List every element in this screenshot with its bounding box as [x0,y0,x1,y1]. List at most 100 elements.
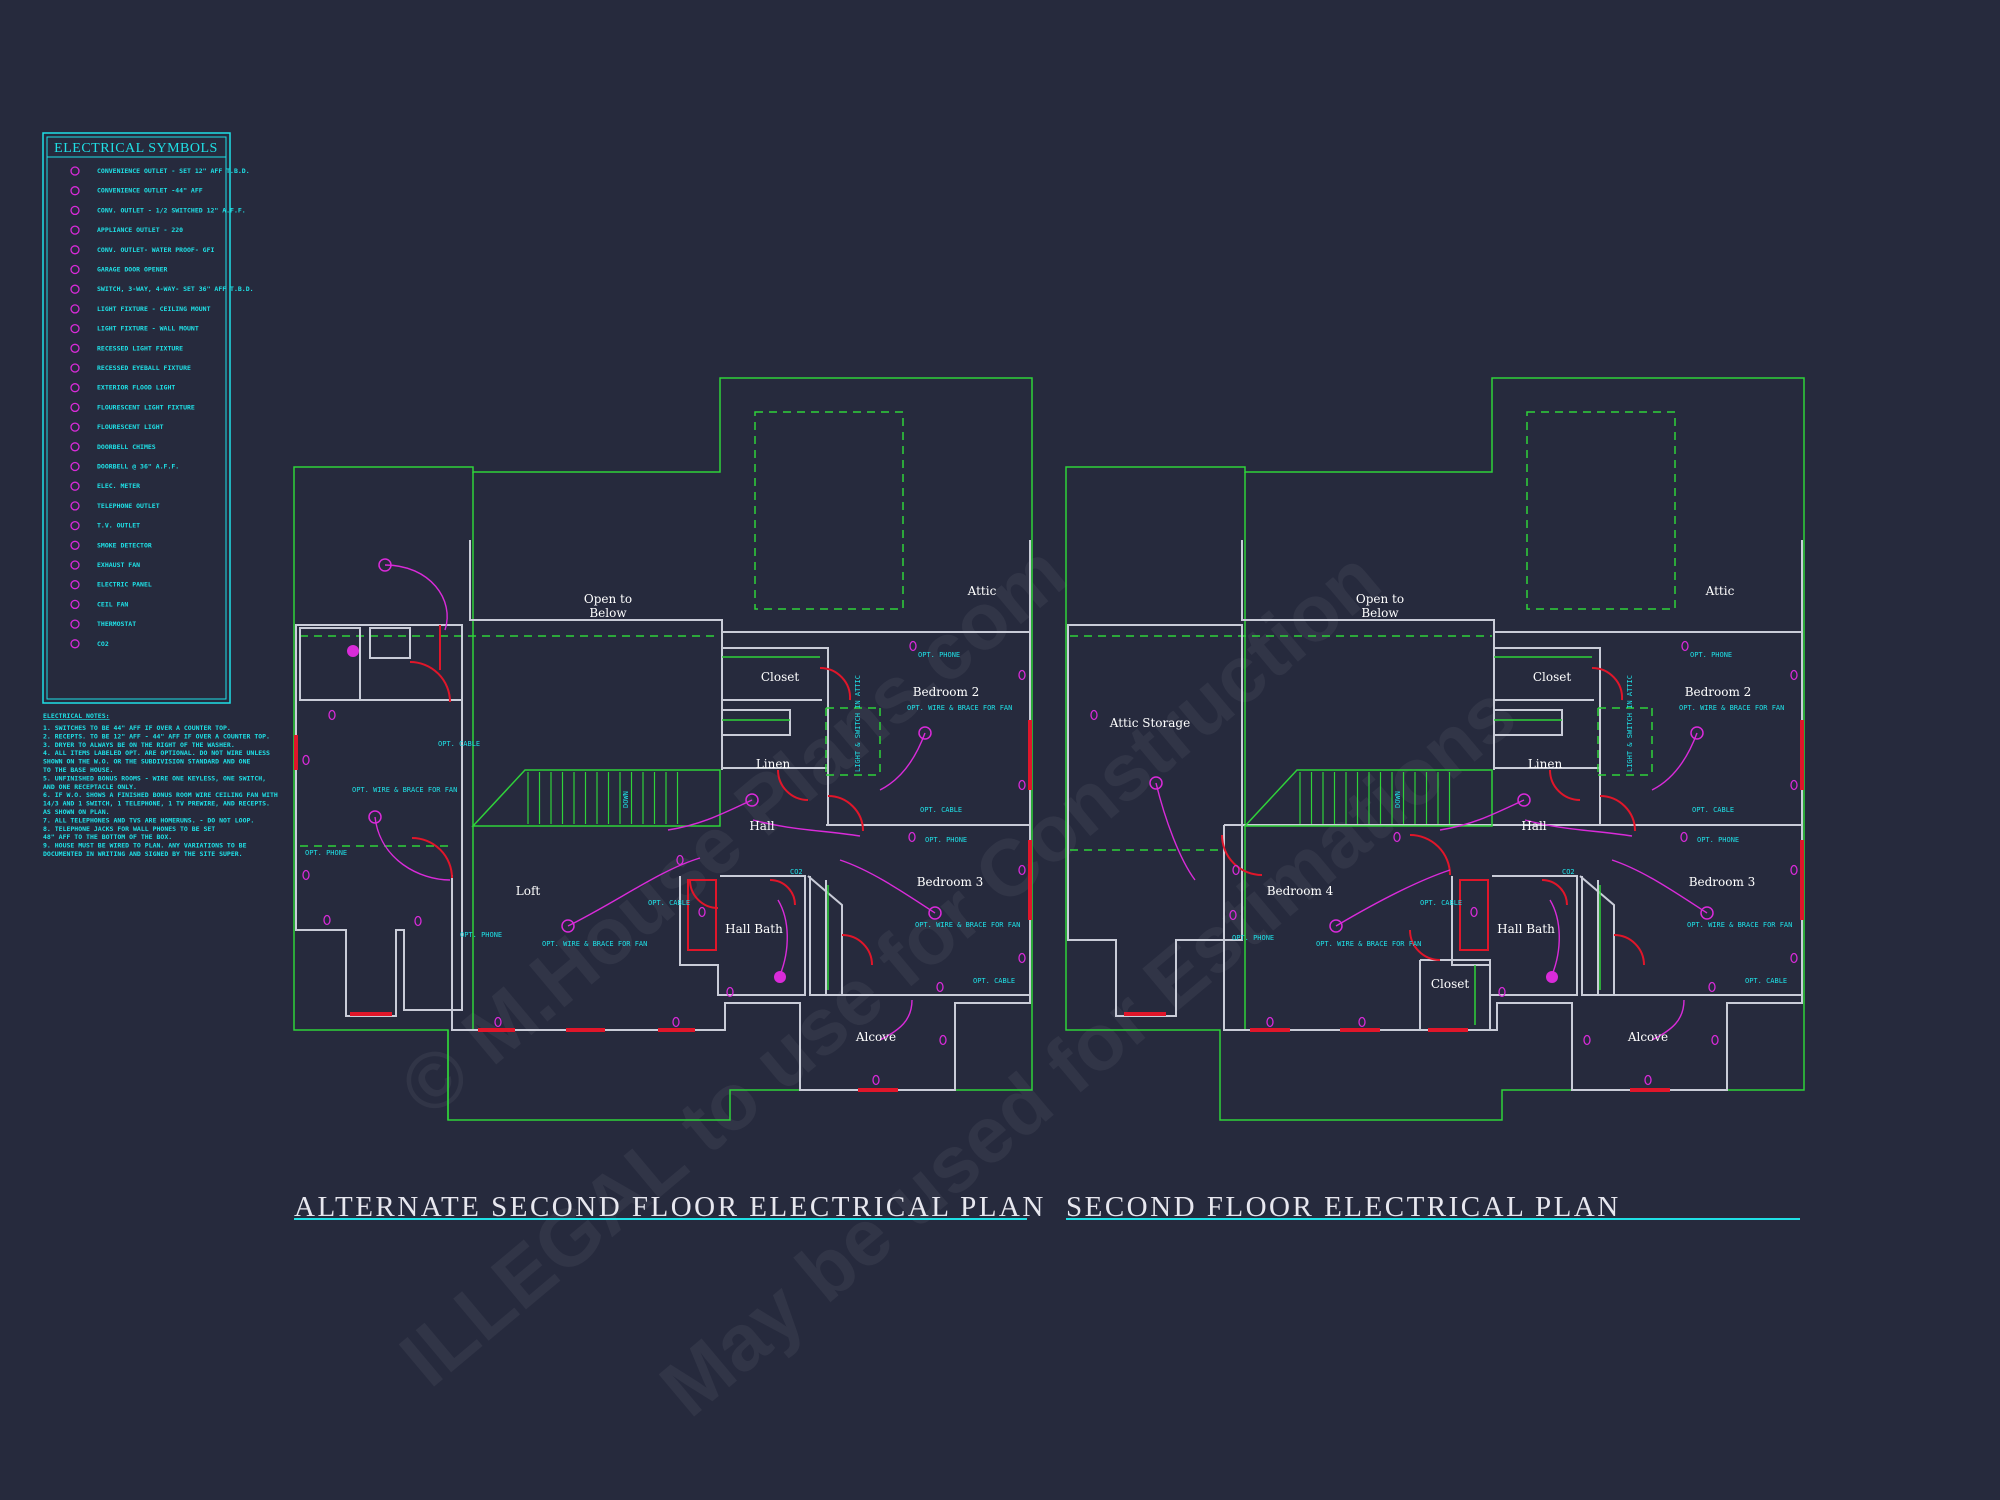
watermark: © M.House Plans.com ILLEGAL to use for C… [384,527,1532,1433]
room-bedroom-4: Bedroom 4 [1267,884,1334,898]
outlet-icon [1498,986,1506,998]
room-attic-storage: Attic Storage [1109,716,1190,730]
note-line: 48" AFF TO THE BOTTOM OF THE BOX. [43,833,172,841]
legend-symbol-icon [70,501,80,511]
outlet-icon [1018,779,1026,791]
outlet-icon [1790,864,1798,876]
label-opt-phone-bed2-2: OPT. PHONE [1690,651,1732,659]
label-opt-phone-bed3-2: OPT. PHONE [1697,836,1739,844]
room-closet-3: Closet [1431,977,1470,991]
legend-item-label: LIGHT FIXTURE - WALL MOUNT [97,325,199,333]
legend-symbol-icon [70,599,80,610]
note-line: AND ONE RECEPTACLE ONLY. [43,783,137,791]
label-opt-phone-bed4: OPT. PHONE [1232,934,1274,942]
outlet-icon [494,1016,502,1028]
legend-item-label: EXTERIOR FLOOD LIGHT [97,384,175,392]
room-open-below-line1-2: Open to [1356,592,1404,606]
room-bedroom-3-2: Bedroom 3 [1689,875,1756,889]
second-floor-plan: DOWN [1065,377,1805,1223]
legend-item-label: LIGHT FIXTURE - CEILING MOUNT [97,305,211,313]
legend-symbol-icon [70,186,80,196]
outlet-icon [1681,640,1689,652]
legend-items: CONVENIENCE OUTLET - SET 12" AFF T.B.D.C… [70,166,254,649]
note-line: 1. SWITCHES TO BE 44" AFF IF OVER A COUN… [43,724,231,732]
note-line: 3. DRYER TO ALWAYS BE ON THE RIGHT OF TH… [43,741,235,749]
legend-item-label: CONV. OUTLET - 1/2 SWITCHED 12" A.F.F. [97,206,246,214]
note-line: 5. UNFINISHED BONUS ROOMS - WIRE ONE KEY… [43,774,266,782]
legend-item-label: APPLIANCE OUTLET - 220 [97,226,183,234]
label-opt-fan-bed3-2: OPT. WIRE & BRACE FOR FAN [1687,921,1792,929]
outlet-icon [1229,909,1237,921]
outlet-icon [1790,952,1798,964]
room-bedroom-2: Bedroom 2 [913,685,980,699]
legend-symbol-icon [70,166,80,176]
label-opt-cable: OPT. CABLE [438,740,480,748]
outlet-icon [1790,779,1798,791]
room-hall-bath-2: Hall Bath [1497,922,1555,936]
plan-title-alternate: ALTERNATE SECOND FLOOR ELECTRICAL PLAN [294,1191,1046,1223]
note-line: DOCUMENTED IN WRITING AND SIGNED BY THE … [43,850,243,858]
label-opt-fan-bed3: OPT. WIRE & BRACE FOR FAN [915,921,1020,929]
room-bedroom-3: Bedroom 3 [917,875,984,889]
legend-item-label: GARAGE DOOR OPENER [97,266,168,274]
room-bedroom-2-2: Bedroom 2 [1685,685,1752,699]
legend-symbol-icon [70,422,80,432]
outlet-icon [1018,669,1026,681]
stair-down-label-2: DOWN [1394,791,1402,808]
label-opt-cable-loft: OPT. CABLE [648,899,690,907]
legend-item-label: CEIL FAN [97,600,128,608]
label-opt-fan-bed2: OPT. WIRE & BRACE FOR FAN [907,704,1012,712]
label-opt-cable-bed2: OPT. CABLE [920,806,962,814]
label-opt-fan-loft: OPT. WIRE & BRACE FOR FAN [542,940,647,948]
outlet-icon [698,906,706,918]
outlet-icon [672,1016,680,1028]
label-opt-fan-bed4: OPT. WIRE & BRACE FOR FAN [1316,940,1421,948]
room-closet: Closet [761,670,800,684]
legend-symbol-icon [70,481,80,491]
room-alcove-2: Alcove [1627,1030,1668,1044]
outlet-icon [1358,1016,1366,1028]
legend-symbol-icon [70,343,80,353]
outlet-icon [1790,669,1798,681]
legend-item-label: RECESSED LIGHT FIXTURE [97,344,183,352]
outlet-icon [328,709,336,721]
label-opt-cable-bed2-2: OPT. CABLE [1692,806,1734,814]
legend-item-label: ELEC. METER [97,482,140,490]
outlet-icon [1232,864,1240,876]
outlet-icon [872,1074,880,1086]
staircase: DOWN [471,769,721,827]
notes-title: ELECTRICAL NOTES: [43,712,110,720]
outlet-icon [676,854,684,866]
label-opt-phone-loft: OPT. PHONE [460,931,502,939]
legend-symbol-icon [70,383,80,393]
outlet-icon [939,1034,947,1046]
outlet-icon [908,831,916,843]
outlet-icon [1583,1034,1591,1046]
legend-symbol-icon [70,402,80,413]
outlet-icon [909,640,917,652]
electrical-symbols-legend: ELECTRICAL SYMBOLS CONVENIENCE OUTLET - … [42,132,254,704]
legend-item-label: FLOURESCENT LIGHT FIXTURE [97,403,195,411]
note-line: 9. HOUSE MUST BE WIRED TO PLAN. ANY VARI… [43,842,247,850]
note-line: 14/3 AND 1 SWITCH, 1 TELEPHONE, 1 TV PRE… [43,800,270,808]
room-open-below-line2: Below [589,606,627,620]
legend-symbol-icon [70,323,80,334]
note-line: 8. TELEPHONE JACKS FOR WALL PHONES TO BE… [43,825,215,833]
label-opt-cable-bed3-2: OPT. CABLE [1745,977,1787,985]
room-attic: Attic [967,584,997,598]
outlet-icon [1090,709,1098,721]
outlet-icon [323,914,331,926]
legend-symbol-icon [70,264,80,275]
legend-symbol-icon [70,520,80,531]
legend-symbol-icon [70,540,80,550]
legend-item-label: CONV. OUTLET- WATER PROOF- GFI [97,246,214,254]
electrical-notes: ELECTRICAL NOTES: 1. SWITCHES TO BE 44" … [43,712,278,858]
legend-item-label: THERMOSTAT [97,620,136,628]
notes-lines: 1. SWITCHES TO BE 44" AFF IF OVER A COUN… [43,724,278,858]
note-line: 7. ALL TELEPHONES AND TVS ARE HOMERUNS. … [43,816,254,824]
outlet-icon [1018,952,1026,964]
outlet-icon [1470,906,1478,918]
outlet-icon [1708,981,1716,993]
legend-item-label: SWITCH, 3-WAY, 4-WAY- SET 36" AFF T.B.D. [97,285,254,293]
note-line: 6. IF W.O. SHOWS A FINISHED BONUS ROOM W… [43,791,278,799]
